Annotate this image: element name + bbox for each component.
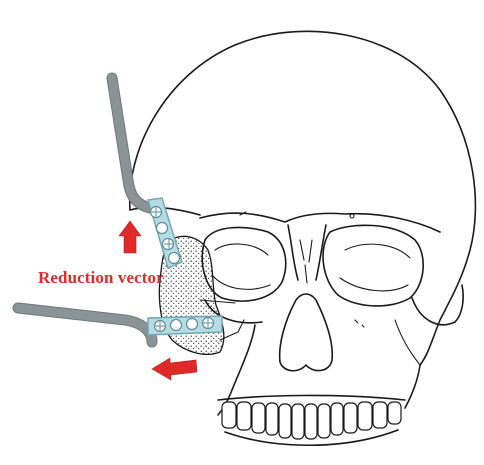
vertical-fixation-plate	[148, 198, 182, 268]
nasal-suture	[300, 240, 312, 283]
left-orbit	[202, 227, 285, 301]
reduction-arrow-right	[152, 358, 197, 380]
lower-reduction-instrument	[18, 308, 152, 342]
right-cheek-line	[395, 320, 420, 365]
upper-teeth	[218, 395, 405, 439]
right-orbit-inner	[340, 244, 410, 291]
right-orbit	[323, 225, 423, 306]
nasal-bridge	[288, 225, 326, 280]
forehead-mark-right	[350, 214, 354, 218]
maxilla-right-outline	[405, 365, 420, 408]
left-orbit-inner	[212, 244, 270, 289]
reduction-vector-label: Reduction vector	[38, 268, 164, 288]
brow-ridge	[200, 213, 440, 232]
upper-reduction-instrument	[112, 78, 150, 208]
nasal-aperture	[280, 294, 333, 371]
right-maxilla-dots	[355, 320, 364, 327]
horizontal-fixation-plate	[148, 316, 222, 335]
reduction-arrow-up	[119, 221, 141, 253]
